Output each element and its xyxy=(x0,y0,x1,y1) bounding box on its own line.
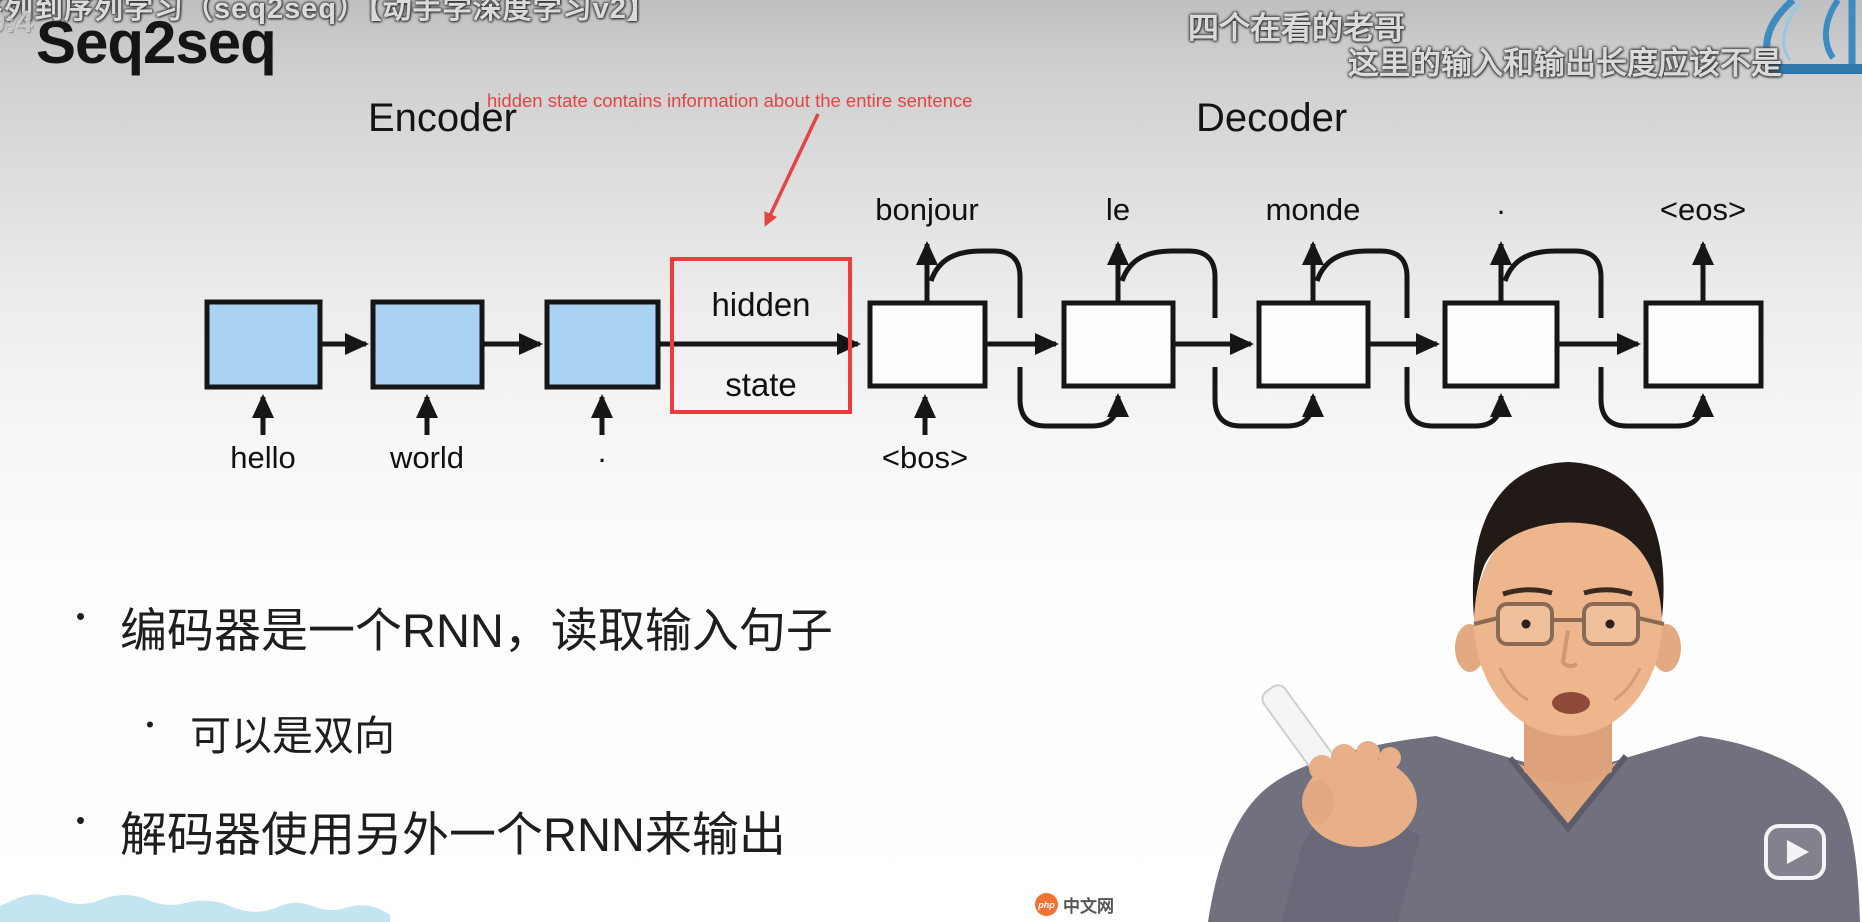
encoder-rnn-box xyxy=(544,299,661,390)
encoder-rnn-box xyxy=(204,299,323,390)
bullet-text: 解码器使用另外一个RNN来输出 xyxy=(120,808,786,861)
hidden-state-word-2: state xyxy=(725,366,797,403)
decoder-context-curve-bottom xyxy=(1212,367,1324,429)
decoder-output-word: bonjour xyxy=(875,192,979,227)
decoder-context-curve-top xyxy=(1119,248,1218,318)
presenter-hair xyxy=(1472,462,1664,618)
decoder-context-curve-top xyxy=(1314,248,1410,318)
decoder-context-curve-bottom xyxy=(1017,367,1129,429)
bullet-text: 编码器是一个RNN，读取输入句子 xyxy=(120,604,833,657)
hidden-state-highlight-box xyxy=(670,257,852,414)
encoder-input-word: . xyxy=(597,434,607,469)
decoder-output-word: monde xyxy=(1265,192,1361,227)
play-button[interactable] xyxy=(1764,824,1826,880)
hidden-state-annotation: hidden state contains information about … xyxy=(487,90,973,111)
decoder-rnn-box xyxy=(1442,300,1560,389)
site-watermark: php 中文网 xyxy=(1035,892,1114,917)
php-logo-icon: php xyxy=(1035,893,1058,916)
danmaku-comment: 四个在看的老哥 xyxy=(1188,11,1405,46)
decoder-label: Decoder xyxy=(1196,96,1348,140)
presenter-hand xyxy=(1302,741,1417,847)
corner-logo-fragment xyxy=(1763,0,1862,74)
bullet-item: • 可以是双向 xyxy=(146,702,395,762)
hidden-state-word-1: hidden xyxy=(711,286,811,323)
decoder-rnn-box xyxy=(1256,300,1371,389)
play-icon xyxy=(1787,840,1809,864)
decoder-context-curve-bottom xyxy=(1598,367,1714,429)
decoder-context-curve-bottom xyxy=(1404,367,1512,429)
player-timestamp: 9:4 xyxy=(0,4,33,39)
decoder-context-curve-top xyxy=(1502,248,1604,318)
decoder-rnn-box xyxy=(867,300,988,389)
decoder-rnn-box xyxy=(1643,300,1764,389)
encoder-input-word: hello xyxy=(230,440,296,475)
bullet-dot: • xyxy=(76,807,86,835)
slide-title: Seq2seq xyxy=(36,9,277,76)
decoder-output-word: . xyxy=(1496,186,1506,221)
decoder-context-curve-top xyxy=(928,248,1023,318)
decoder-input-word: <bos> xyxy=(881,440,969,475)
danmaku-comment: 这里的输入和输出长度应该不是 xyxy=(1348,46,1782,81)
presenter-mouth xyxy=(1552,692,1590,714)
encoder-rnn-box xyxy=(370,299,485,390)
danmaku-video-title: 序列到序列学习（seq2seq）【动手学深度学习v2】 xyxy=(0,0,657,25)
annotation-arrow xyxy=(764,113,820,227)
decoder-output-word: le xyxy=(1105,192,1131,227)
bullet-dot: • xyxy=(146,712,154,737)
encoder-label: Encoder xyxy=(368,96,517,140)
wave-decoration xyxy=(0,894,390,922)
bullet-item: • 解码器使用另外一个RNN来输出 xyxy=(76,796,786,865)
decoder-output-word: <eos> xyxy=(1659,192,1747,227)
decoder-rnn-box xyxy=(1061,300,1176,389)
encoder-input-word: world xyxy=(389,440,465,475)
watermark-text: 中文网 xyxy=(1063,897,1114,916)
bullet-dot: • xyxy=(76,603,86,631)
bullet-text: 可以是双向 xyxy=(190,713,395,759)
bullet-item: • 编码器是一个RNN，读取输入句子 xyxy=(76,592,833,661)
presenter-webcam xyxy=(1208,462,1860,922)
